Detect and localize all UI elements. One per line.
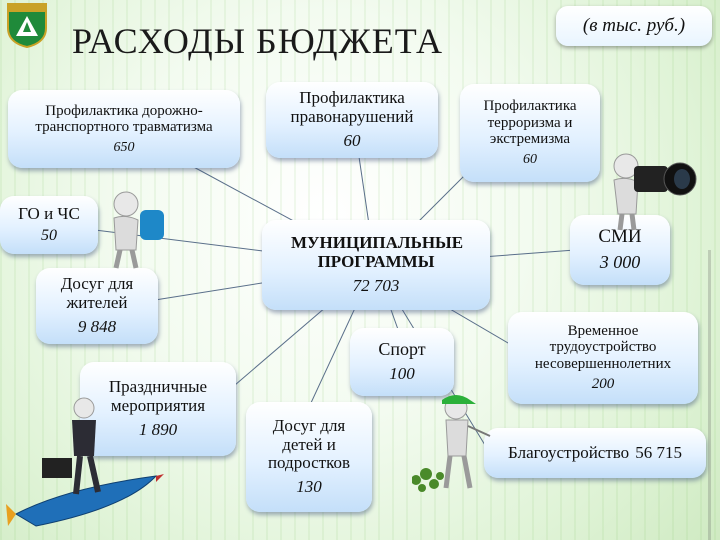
camera-figure-icon [613, 153, 697, 231]
node-road-label: Профилактика дорожно-транспортного травм… [35, 102, 213, 136]
node-gochs-value: 50 [41, 227, 57, 245]
node-landscaping: Благоустройство 56 715 [484, 428, 706, 478]
node-youth-label: Досуг для детей и подростков [267, 415, 351, 473]
node-sport: Спорт 100 [350, 328, 454, 396]
node-youth-value: 130 [296, 477, 322, 497]
node-terror-value: 60 [523, 151, 537, 167]
node-employment: Временное трудоустройство несовершенноле… [508, 312, 698, 404]
node-road: Профилактика дорожно-транспортного травм… [8, 90, 240, 168]
carry-figure-icon [113, 191, 164, 269]
node-media-value: 3 000 [599, 251, 641, 272]
node-leisure: Досуг для жителей 9 848 [36, 268, 158, 344]
node-media-label: СМИ [598, 226, 642, 248]
units-badge: (в тыс. руб.) [556, 6, 712, 46]
node-leisure-label: Досуг для жителей [60, 274, 134, 312]
node-terror: Профилактика терроризма и экстремизма 60 [460, 84, 600, 182]
node-sport-label: Спорт [378, 339, 426, 360]
node-offense-label: Профилактика правонарушений [290, 88, 414, 126]
node-landscaping-label: Благоустройство [508, 443, 630, 462]
node-road-value: 650 [113, 139, 135, 155]
node-gochs: ГО и ЧС 50 [0, 196, 98, 254]
node-holidays-label: Праздничные мероприятия [108, 377, 208, 415]
node-employment-label: Временное трудоустройство несовершенноле… [534, 322, 672, 372]
node-landscaping-value: 56 715 [635, 443, 682, 462]
side-watermark [708, 250, 711, 540]
node-gochs-label: ГО и ЧС [18, 203, 80, 223]
gardener-figure-icon [412, 395, 491, 492]
node-leisure-value: 9 848 [77, 316, 117, 336]
node-offense: Профилактика правонарушений 60 [266, 82, 438, 158]
hub-box: МУНИЦИПАЛЬНЫЕ ПРОГРАММЫ 72 703 [262, 220, 490, 310]
node-offense-value: 60 [343, 130, 361, 150]
node-holidays-value: 1 890 [138, 419, 178, 439]
rocket-figure-icon [6, 397, 164, 527]
node-holidays: Праздничные мероприятия 1 890 [80, 362, 236, 456]
node-youth: Досуг для детей и подростков 130 [246, 402, 372, 512]
city-crest-icon [7, 3, 47, 48]
node-terror-label: Профилактика терроризма и экстремизма [483, 98, 577, 148]
node-employment-value: 200 [591, 376, 615, 393]
node-sport-value: 100 [389, 363, 415, 383]
hub-label: МУНИЦИПАЛЬНЫЕ ПРОГРАММЫ [291, 233, 464, 271]
page-title: РАСХОДЫ БЮДЖЕТА [72, 21, 443, 61]
hub-value: 72 703 [352, 275, 400, 295]
